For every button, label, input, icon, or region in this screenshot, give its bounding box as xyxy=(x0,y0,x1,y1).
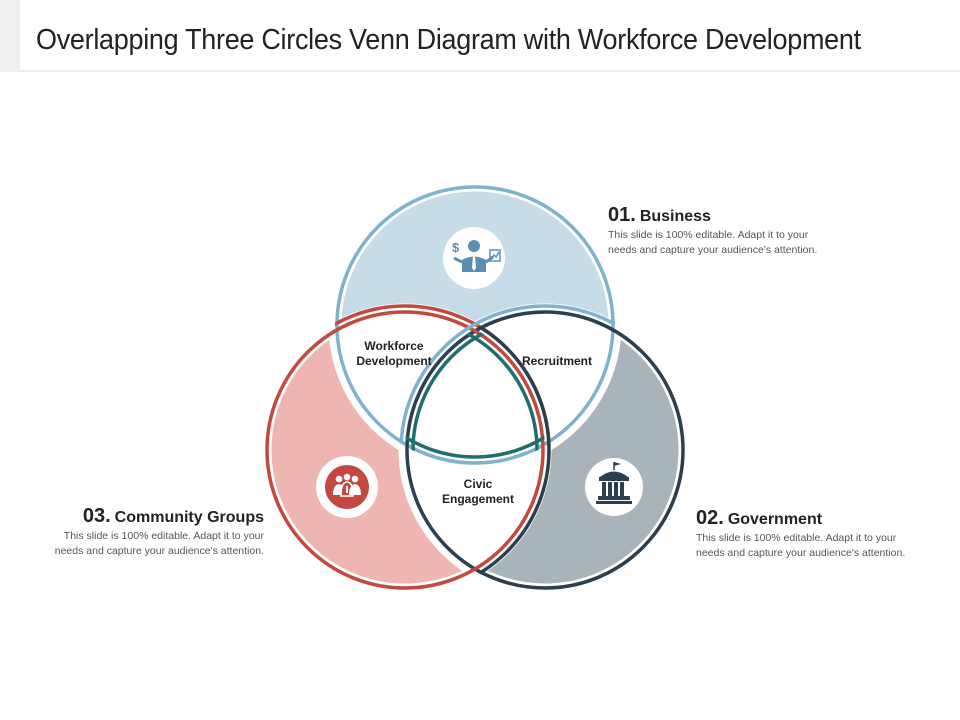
workforce-development-label-line1: Workforce xyxy=(364,339,424,353)
center-outline-left xyxy=(405,316,539,465)
community-groups-number: 03. xyxy=(82,505,111,527)
civic-engagement-label-line2: Engagement xyxy=(441,492,514,506)
business-callout: 01.Business This slide is 100% editable.… xyxy=(608,204,817,258)
community-groups-name: Community Groups xyxy=(114,509,264,526)
government-description-line2: needs and capture your audience's attent… xyxy=(696,547,906,559)
business-number: 01. xyxy=(608,204,636,226)
business-description-line2: needs and capture your audience's attent… xyxy=(608,244,818,256)
workforce-development-label-line2: Development xyxy=(356,354,432,368)
center-outline-top xyxy=(405,310,545,459)
community-groups-description-line1: This slide is 100% editable. Adapt it to… xyxy=(63,530,264,542)
businessman-icon: $ xyxy=(443,227,505,289)
svg-text:$: $ xyxy=(452,240,460,255)
civic-engagement-region xyxy=(405,310,545,590)
government-number: 02. xyxy=(696,507,724,529)
title-bar: Overlapping Three Circles Venn Diagram w… xyxy=(0,0,960,72)
community-groups-description-line2: needs and capture your audience's attent… xyxy=(54,545,264,557)
civic-engagement-label-line1: Civic xyxy=(463,477,493,491)
government-description-line1: This slide is 100% editable. Adapt it to… xyxy=(696,532,897,544)
government-callout: 02.Government This slide is 100% editabl… xyxy=(696,507,905,561)
business-name: Business xyxy=(639,208,711,225)
civic-engagement-outline xyxy=(405,310,551,590)
community-outline xyxy=(265,310,545,590)
center-outline-right xyxy=(411,316,545,465)
business-description-line1: This slide is 100% editable. Adapt it to… xyxy=(608,229,809,241)
civic-engagement-label: Civic Engagement xyxy=(432,477,524,507)
community-group-icon xyxy=(316,456,378,518)
government-outline xyxy=(405,310,685,590)
community-groups-callout: 03.Community Groups This slide is 100% e… xyxy=(16,505,264,559)
recruitment-label: Recruitment xyxy=(521,354,592,368)
workforce-development-label: Workforce Development xyxy=(346,339,442,369)
page-title: Overlapping Three Circles Venn Diagram w… xyxy=(36,24,861,56)
government-building-icon xyxy=(585,458,643,516)
government-name: Government xyxy=(727,511,823,528)
title-accent xyxy=(0,0,20,72)
